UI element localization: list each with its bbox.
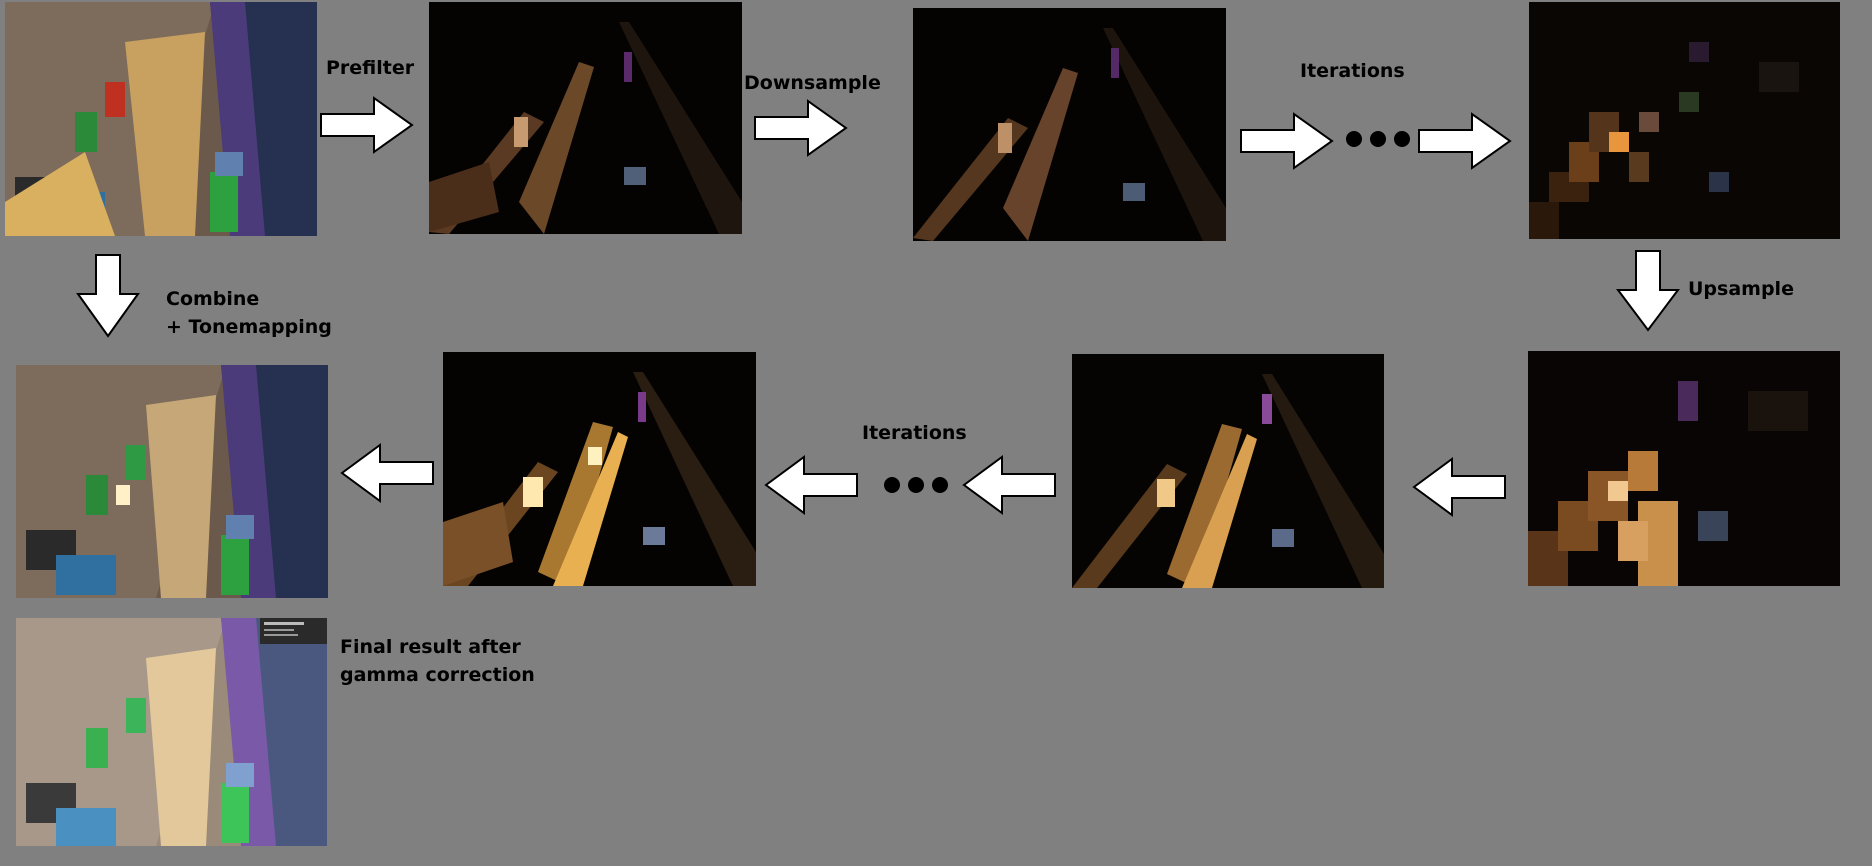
final-label-line2: gamma correction (340, 664, 535, 686)
arrow-left-icon (1412, 457, 1506, 517)
iterations-top-label: Iterations (1300, 60, 1405, 82)
upsample-label: Upsample (1688, 278, 1794, 300)
arrow-right-icon (1240, 112, 1334, 170)
downsampled-image (913, 8, 1226, 241)
lowest-mip-image (1529, 2, 1840, 239)
combine-label-line1: Combine (166, 288, 260, 310)
combine-label-line2: + Tonemapping (166, 316, 332, 338)
tonemapped-result-image (16, 365, 328, 598)
arrow-down-icon (76, 254, 140, 338)
iterations-bottom-label: Iterations (862, 422, 967, 444)
final-bloom-image (443, 352, 756, 586)
ellipsis-dots-icon (882, 474, 950, 496)
prefilter-label: Prefilter (326, 57, 415, 79)
prefiltered-image (429, 2, 742, 234)
upsampled-first-image (1528, 351, 1840, 586)
arrow-left-icon (340, 443, 434, 503)
final-result-image (16, 618, 327, 846)
final-label-line1: Final result after (340, 636, 521, 658)
ellipsis-dots-icon (1344, 128, 1412, 150)
source-scene-image (5, 2, 317, 236)
downsample-label: Downsample (744, 72, 881, 94)
arrow-right-icon (1418, 112, 1512, 170)
upsampled-mid-image (1072, 354, 1384, 588)
arrow-left-icon (962, 455, 1056, 515)
arrow-down-icon (1616, 250, 1680, 332)
arrow-left-icon (764, 455, 858, 515)
arrow-right-icon (754, 99, 848, 157)
arrow-right-icon (320, 96, 414, 154)
